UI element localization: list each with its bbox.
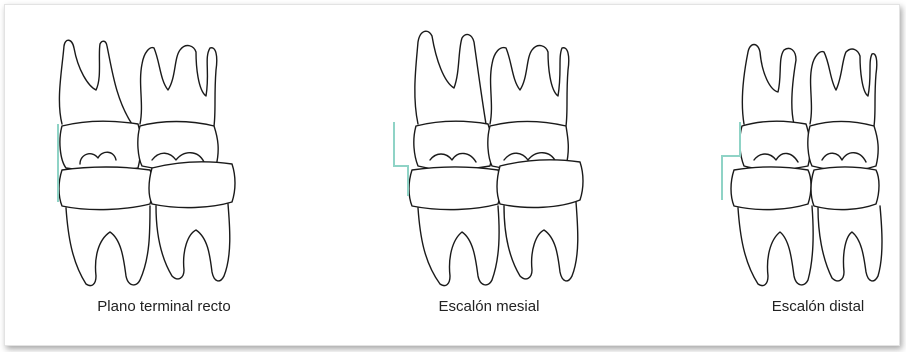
upper-right-molar [138,46,218,171]
upper-left-molar [414,31,492,170]
upper-left-molar [59,40,141,171]
panel-escalon-distal [722,45,882,286]
lower-left-molar [59,167,153,286]
upper-right-molar [488,46,569,171]
panel-plano-terminal-recto [58,40,235,285]
lower-right-molar [811,167,882,281]
reference-step-line [394,122,408,196]
lower-left-molar [409,167,501,286]
lower-right-molar [497,160,583,281]
lower-left-molar [731,167,813,286]
caption-escalon-distal: Escalón distal [772,298,865,315]
panel-escalon-mesial [394,31,583,285]
caption-escalon-mesial: Escalón mesial [439,298,540,315]
upper-left-molar [740,45,810,170]
lower-right-molar [149,162,235,281]
upper-right-molar [808,49,878,170]
caption-plano-terminal-recto: Plano terminal recto [97,298,230,315]
